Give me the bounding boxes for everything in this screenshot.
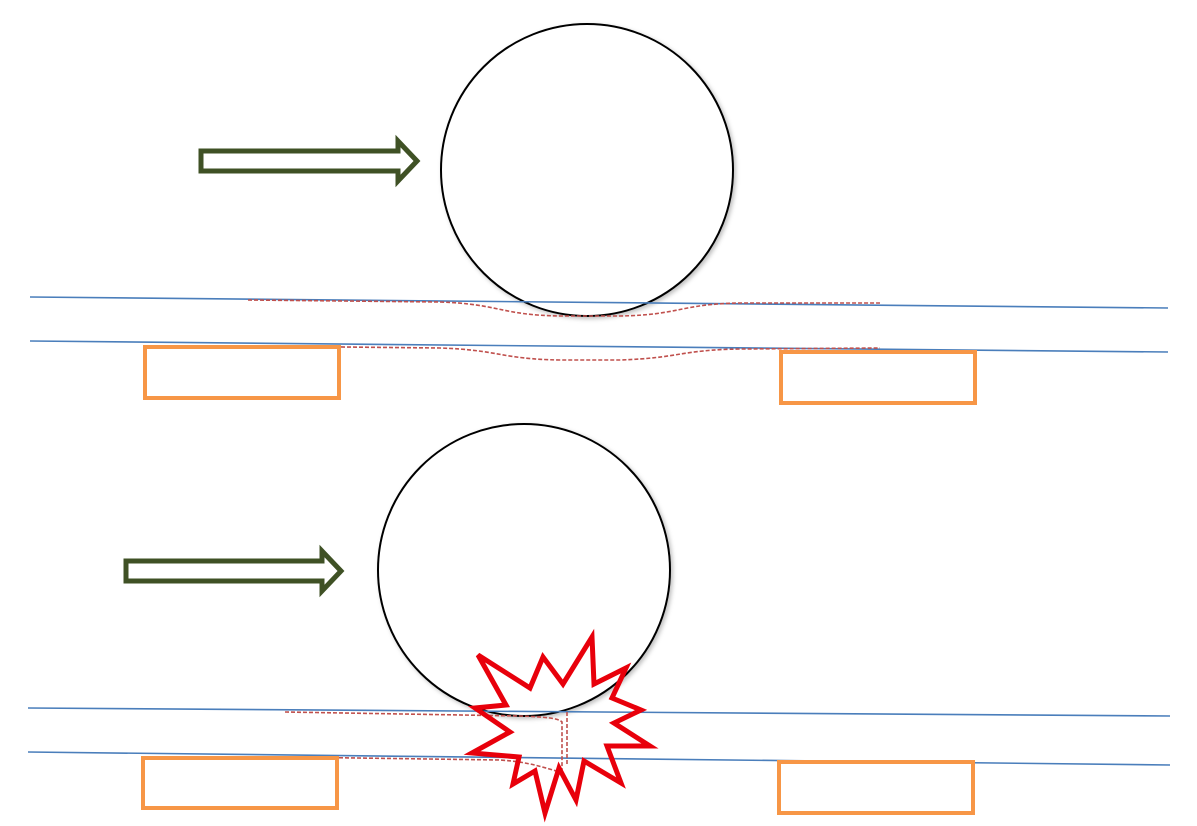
sleeper-left [141, 756, 339, 810]
wheel [377, 423, 671, 717]
rail-deflection-bottom [284, 756, 561, 773]
wheel [440, 23, 734, 317]
direction-arrow-icon [123, 544, 345, 598]
scene-normal-rolling [29, 23, 1169, 405]
rail-deflection-top [284, 711, 563, 770]
scene-impact-at-joint [27, 423, 1171, 823]
rail-deflection-top [247, 299, 880, 317]
rail-bottom-edge [27, 751, 1171, 766]
rail-bottom-edge [29, 340, 1169, 353]
sleeper-right [777, 760, 975, 815]
direction-arrow-icon [198, 134, 421, 188]
rail-top-edge [27, 707, 1171, 717]
rail-top-edge [29, 296, 1169, 309]
explosion-icon [463, 628, 659, 823]
sleeper-left [143, 345, 341, 400]
rail-deflection-bottom [244, 345, 881, 361]
sleeper-right [779, 350, 977, 405]
